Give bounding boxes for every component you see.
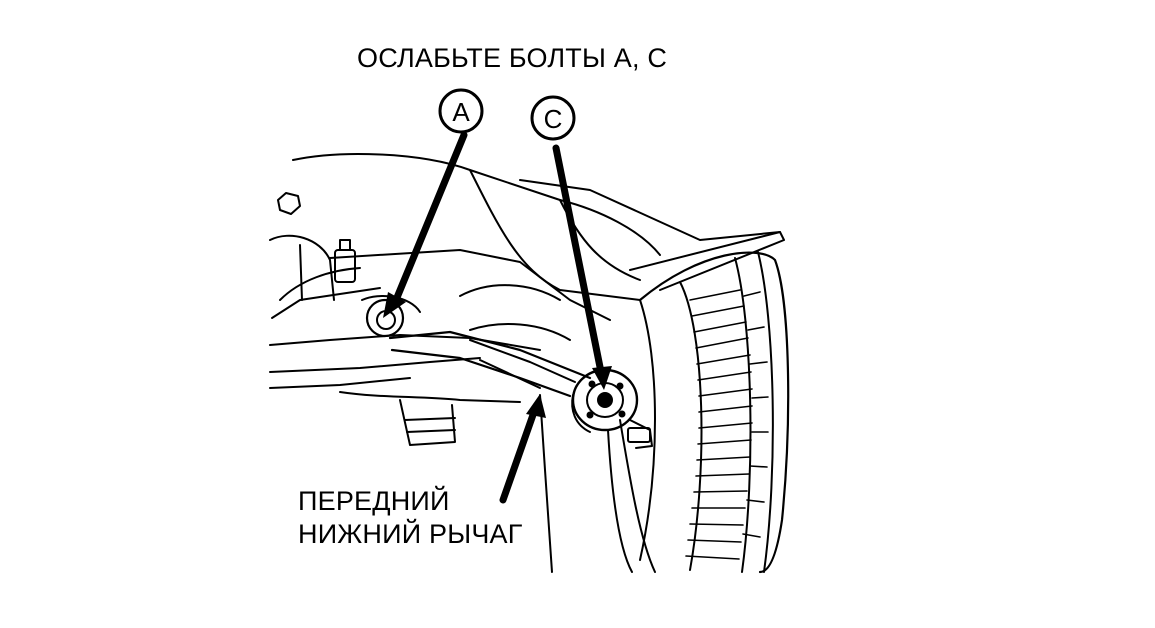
arrow-a [392, 131, 468, 304]
bolt-c-mount [571, 368, 653, 449]
arrow-c-head [592, 366, 612, 390]
tire [607, 251, 790, 574]
arrow-c [552, 144, 605, 376]
arrow-lower-arm [499, 408, 538, 504]
callout-a-letter: A [452, 97, 470, 127]
part-label-line-1: ПЕРЕДНИЙ [298, 486, 450, 516]
part-label-line-2: НИЖНИЙ РЫЧАГ [298, 519, 523, 549]
upper-left-component [269, 192, 356, 301]
callout-a: A [438, 88, 484, 134]
lower-component [339, 391, 553, 573]
callout-c: C [530, 95, 576, 141]
leader-arrows [392, 131, 605, 504]
callout-c-letter: C [544, 104, 563, 134]
arrow-lower-arm-head [526, 394, 546, 418]
instruction-title: ОСЛАБЬТЕ БОЛТЫ А, С [357, 43, 668, 73]
arrow-a-head [383, 292, 406, 318]
underbody [269, 153, 785, 389]
lower-arm [388, 330, 592, 398]
